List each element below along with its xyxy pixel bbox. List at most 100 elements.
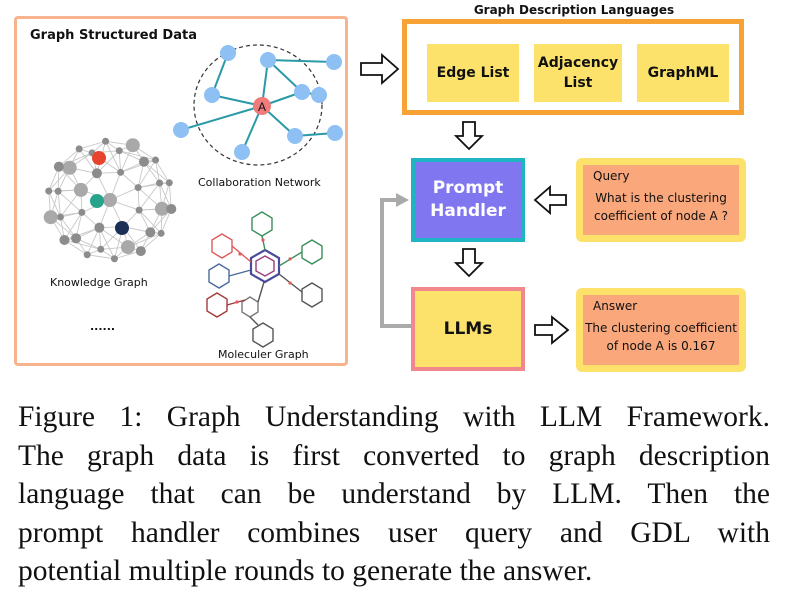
right-arrow-icon bbox=[360, 53, 400, 85]
network-node bbox=[287, 128, 303, 144]
kg-edge bbox=[149, 208, 172, 233]
answer-heading: Answer bbox=[593, 299, 638, 313]
kg-edge bbox=[138, 182, 160, 211]
caption-line: The graph data is first converted to gra… bbox=[18, 439, 770, 472]
network-node bbox=[173, 122, 189, 138]
answer-inner: Answer The clustering coefficient of nod… bbox=[583, 295, 739, 365]
kg-node bbox=[135, 206, 143, 214]
kg-edge bbox=[87, 254, 115, 260]
kg-edge bbox=[98, 227, 115, 259]
collaboration-network-label: Collaboration Network bbox=[198, 176, 321, 189]
kg-node bbox=[165, 179, 173, 187]
llm-label: LLMs bbox=[443, 319, 493, 339]
left-arrow-icon bbox=[533, 185, 567, 215]
gdl-graphml: GraphML bbox=[637, 44, 729, 102]
kg-edge bbox=[137, 159, 156, 188]
caption-line: language that can be understand by LLM. … bbox=[18, 478, 770, 510]
more-graphs-ellipsis: ...... bbox=[90, 320, 116, 333]
kg-node bbox=[103, 193, 117, 207]
kg-node bbox=[156, 179, 164, 187]
feedback-loop-arrow bbox=[380, 198, 411, 328]
collaboration-network-graph: A bbox=[173, 44, 343, 166]
caption-line: potential multiple rounds to generate th… bbox=[18, 555, 593, 587]
answer-text: The clustering coefficient of node A is … bbox=[585, 319, 737, 355]
kg-node bbox=[166, 203, 177, 214]
query-heading: Query bbox=[593, 169, 630, 183]
kg-edge bbox=[57, 190, 83, 213]
kg-node bbox=[154, 201, 169, 216]
figure-caption: Figure 1: Graph Understanding with LLM F… bbox=[18, 398, 770, 591]
kg-edge bbox=[78, 148, 98, 174]
network-node bbox=[294, 84, 310, 100]
caption-line: Figure 1: Graph Understanding with LLM F… bbox=[18, 401, 770, 433]
knowledge-graph-label: Knowledge Graph bbox=[50, 276, 148, 289]
answer-line2: of node A is 0.167 bbox=[606, 339, 716, 353]
kg-node bbox=[102, 137, 110, 145]
kg-edge bbox=[118, 150, 122, 173]
query-text: What is the clustering coefficient of no… bbox=[585, 189, 737, 225]
kg-edge bbox=[79, 140, 106, 150]
kg-node bbox=[54, 187, 62, 195]
caption-line: prompt handler combines user query and G… bbox=[18, 516, 770, 549]
kg-node bbox=[73, 182, 88, 197]
kg-edge bbox=[119, 150, 156, 161]
kg-node bbox=[115, 147, 123, 155]
network-node bbox=[260, 52, 276, 68]
llm-box: LLMs bbox=[411, 287, 525, 371]
kg-highlight-node bbox=[115, 221, 129, 235]
kg-edge bbox=[155, 159, 170, 184]
gdl-box: Edge List Adjacency List GraphML bbox=[402, 19, 744, 115]
kg-edge bbox=[120, 171, 139, 188]
panel-title: Graph Structured Data bbox=[30, 28, 197, 43]
kg-node bbox=[43, 210, 58, 225]
kg-node bbox=[157, 229, 165, 237]
gdl-adjacency-list: Adjacency List bbox=[534, 44, 622, 102]
kg-node bbox=[78, 208, 86, 216]
answer-line1: The clustering coefficient bbox=[585, 321, 737, 335]
network-node bbox=[311, 87, 327, 103]
kg-node bbox=[45, 187, 53, 195]
kg-edge bbox=[64, 212, 83, 241]
knowledge-graph bbox=[43, 137, 177, 263]
kg-node bbox=[152, 156, 160, 164]
query-line1: What is the clustering bbox=[595, 191, 727, 205]
kg-node bbox=[97, 245, 105, 253]
kg-node bbox=[71, 233, 82, 244]
molecule-graph-label: Moleculer Graph bbox=[218, 348, 309, 361]
kg-edge bbox=[64, 227, 100, 241]
kg-edge bbox=[96, 150, 120, 174]
kg-edge bbox=[138, 182, 170, 189]
prompt-handler-box: Prompt Handler bbox=[411, 158, 525, 242]
arrows-layer bbox=[360, 53, 570, 345]
molecule-graph bbox=[206, 211, 323, 348]
kg-edge bbox=[57, 191, 61, 218]
kg-node bbox=[53, 161, 64, 172]
kg-edge bbox=[64, 239, 101, 250]
query-line2: coefficient of node A ? bbox=[594, 209, 728, 223]
kg-node bbox=[125, 138, 140, 153]
network-node bbox=[220, 45, 236, 61]
query-inner: Query What is the clustering coefficient… bbox=[583, 165, 739, 235]
diagram-canvas: A bbox=[43, 44, 343, 348]
down-arrow-icon bbox=[453, 248, 485, 278]
network-node bbox=[326, 54, 342, 70]
kg-node bbox=[120, 240, 135, 255]
kg-edge bbox=[143, 161, 170, 184]
answer-box: Answer The clustering coefficient of nod… bbox=[576, 288, 746, 372]
prompt-handler-label-line1: Prompt bbox=[432, 178, 504, 198]
kg-node bbox=[110, 255, 118, 263]
query-box: Query What is the clustering coefficient… bbox=[576, 158, 746, 242]
graph-structured-data-panel bbox=[14, 16, 348, 366]
kg-edge bbox=[105, 141, 122, 173]
gdl-edge-list: Edge List bbox=[427, 44, 519, 102]
down-arrow-icon bbox=[453, 121, 485, 151]
prompt-handler-label-line2: Handler bbox=[430, 201, 506, 221]
kg-node bbox=[59, 234, 70, 245]
kg-node bbox=[83, 251, 91, 259]
kg-edge bbox=[137, 187, 140, 211]
kg-node bbox=[134, 184, 142, 192]
kg-node bbox=[145, 227, 156, 238]
network-boundary-ellipse bbox=[193, 44, 323, 166]
kg-node bbox=[117, 168, 125, 176]
kg-highlight-node bbox=[90, 194, 104, 208]
